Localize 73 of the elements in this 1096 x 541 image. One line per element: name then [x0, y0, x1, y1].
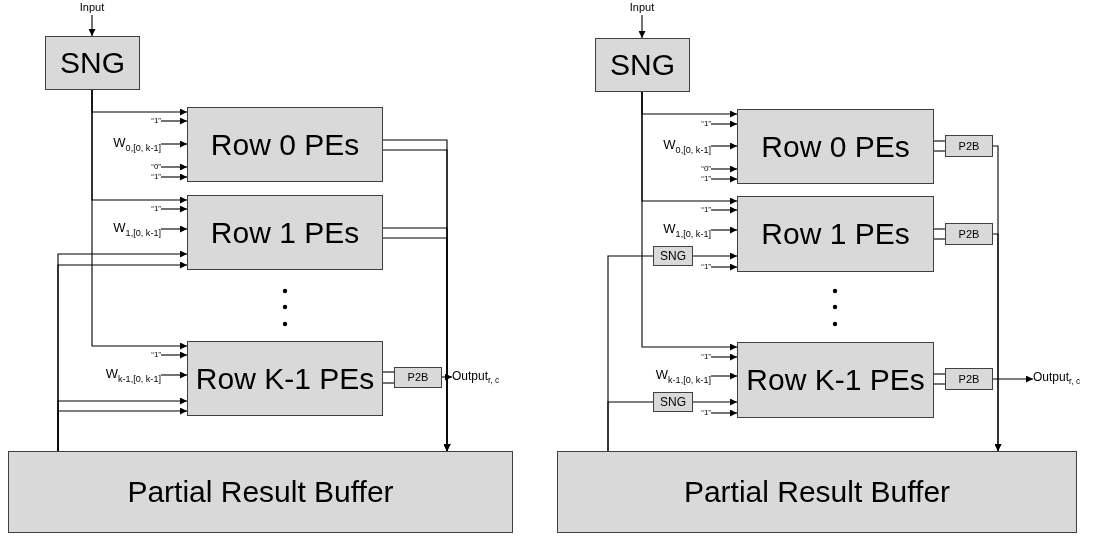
sng-block: SNG — [653, 392, 693, 412]
connector-line — [933, 140, 946, 142]
arrow — [710, 353, 738, 361]
arrow — [160, 140, 188, 148]
input-label: Input — [622, 0, 662, 15]
arrow — [160, 173, 188, 181]
arrow — [992, 375, 1034, 383]
arrow — [641, 91, 738, 351]
signal-label: “0” — [688, 163, 711, 175]
arrow — [692, 398, 738, 406]
arrow — [710, 165, 738, 173]
signal-label: “1” — [138, 203, 161, 215]
signal-label: “1” — [138, 171, 161, 183]
weight-label: W$_{0,[0, k-1]}$ — [642, 136, 711, 156]
pe-row-block: Row 1 PEs — [187, 195, 383, 270]
p2b-block: P2B — [945, 368, 993, 390]
weight-label: W$_{1,[0, k-1]}$ — [642, 220, 711, 240]
connector-line — [382, 382, 395, 384]
arrow — [160, 371, 188, 379]
output-label: Output$_{r, c}$ — [1033, 370, 1095, 387]
pe-row-block: Row 1 PEs — [737, 196, 934, 272]
arrow — [160, 205, 188, 213]
arrow — [710, 120, 738, 128]
sng-block: SNG — [653, 246, 693, 266]
arrow — [160, 351, 188, 359]
sng-block: SNG — [45, 36, 140, 90]
arrow — [710, 409, 738, 417]
signal-label: “1” — [688, 118, 711, 130]
arrow — [710, 372, 738, 380]
arrow — [160, 225, 188, 233]
arrow — [692, 252, 738, 260]
connector-line — [933, 238, 946, 240]
pe-row-block: Row 0 PEs — [187, 107, 383, 182]
signal-label: “1” — [138, 349, 161, 361]
signal-label: “0” — [138, 161, 161, 173]
signal-label: “1” — [688, 204, 711, 216]
arrow — [710, 206, 738, 214]
connector-line — [933, 150, 946, 152]
pe-row-block: Row K-1 PEs — [737, 342, 934, 418]
weight-label: W$_{0,[0, k-1]}$ — [92, 134, 161, 154]
connector-line — [933, 228, 946, 230]
buffer-block: Partial Result Buffer — [557, 451, 1077, 533]
connector-line — [382, 371, 395, 373]
arrow — [992, 233, 1002, 452]
arrow — [88, 14, 96, 37]
signal-label: “1” — [138, 115, 161, 127]
pe-row-block: Row K-1 PEs — [187, 341, 383, 416]
p2b-block: P2B — [394, 367, 442, 388]
weight-label: W$_{k-1,[0, k-1]}$ — [78, 365, 161, 385]
signal-label: “1” — [688, 173, 711, 185]
connector-line — [933, 373, 946, 375]
connector-line — [607, 401, 654, 452]
output-label: Output$_{r, c}$ — [452, 369, 518, 386]
arrow — [160, 163, 188, 171]
arrow — [710, 263, 738, 271]
arrow — [57, 407, 188, 452]
p2b-block: P2B — [945, 223, 993, 245]
sng-block: SNG — [595, 38, 690, 92]
arrow — [710, 226, 738, 234]
input-label: Input — [72, 0, 112, 15]
pe-row-block: Row 0 PEs — [737, 109, 934, 184]
arrow — [441, 373, 453, 381]
weight-label: W$_{k-1,[0, k-1]}$ — [628, 366, 711, 386]
arrow — [710, 142, 738, 150]
connector-line — [933, 383, 946, 385]
arrow — [638, 14, 646, 39]
p2b-block: P2B — [945, 135, 993, 157]
arrow — [91, 89, 188, 350]
weight-label: W$_{1,[0, k-1]}$ — [92, 219, 161, 239]
arrow — [710, 175, 738, 183]
buffer-block: Partial Result Buffer — [8, 451, 513, 533]
arrow — [160, 117, 188, 125]
signal-label: “1” — [688, 351, 711, 363]
